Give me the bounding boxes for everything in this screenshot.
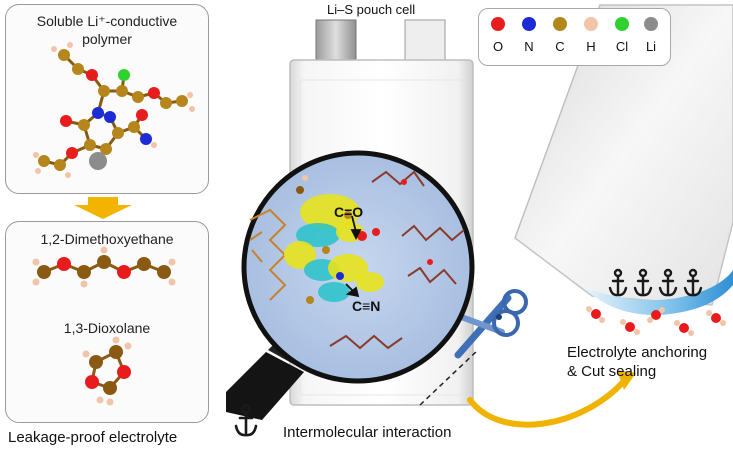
legend-item-li: Li [638, 9, 664, 65]
solvent1-label: 1,2-Dimethoxyethane [40, 231, 174, 247]
curved-arrow-gold [467, 370, 636, 428]
anchor-row-icons [608, 268, 703, 297]
legend-symbol-o: O [492, 39, 504, 54]
solvent-molecules [32, 246, 176, 406]
electrolyte-wave [585, 270, 733, 316]
legend-item-cl: Cl [609, 9, 635, 65]
legend-symbol-n: N [524, 39, 534, 54]
legend-item-n: N [516, 9, 542, 65]
polymer-title-line2: polymer [82, 31, 132, 47]
legend-dot-li [644, 17, 658, 31]
polymer-panel: Soluble Li⁺-conductive polymer [5, 4, 209, 194]
polymer-title-line1: Soluble Li⁺-conductive [36, 13, 178, 29]
anchoring-caption-line2: & Cut sealing [567, 363, 657, 380]
small-molecules-cut [586, 306, 726, 336]
legend-dot-c [553, 17, 567, 31]
legend-dot-cl [615, 17, 629, 31]
co-bond-label: C=O [334, 204, 364, 220]
legend-item-h: H [578, 9, 604, 65]
cn-bond-label: C≡N [352, 298, 381, 314]
intermolecular-caption: Intermolecular interaction [283, 424, 452, 441]
scissors-icon [453, 289, 528, 359]
pouch-cell-title: Li–S pouch cell [327, 2, 416, 17]
legend-symbol-h: H [586, 39, 596, 54]
solvent-panel: 1,2-Dimethoxyethane 1,3-Dioxolane [5, 221, 209, 423]
legend-item-c: C [547, 9, 573, 65]
legend-symbol-cl: Cl [615, 39, 629, 54]
legend-symbol-c: C [555, 39, 565, 54]
legend-dot-h [584, 17, 598, 31]
cut-dashed-line [419, 349, 479, 406]
leakage-caption: Leakage-proof electrolyte [8, 429, 178, 446]
solvent2-label: 1,3-Dioxolane [63, 320, 151, 336]
pouch-tab-left [315, 19, 357, 63]
legend-symbol-li: Li [645, 39, 657, 54]
legend-item-o: O [485, 9, 511, 65]
legend-dot-o [491, 17, 505, 31]
polymer-molecule [33, 42, 195, 178]
down-arrow-gold [74, 197, 132, 219]
element-legend: O N C H Cl Li [478, 8, 671, 66]
anchoring-caption-line1: Electrolyte anchoring [567, 344, 708, 361]
pouch-tab-right [404, 19, 446, 63]
legend-dot-n [522, 17, 536, 31]
